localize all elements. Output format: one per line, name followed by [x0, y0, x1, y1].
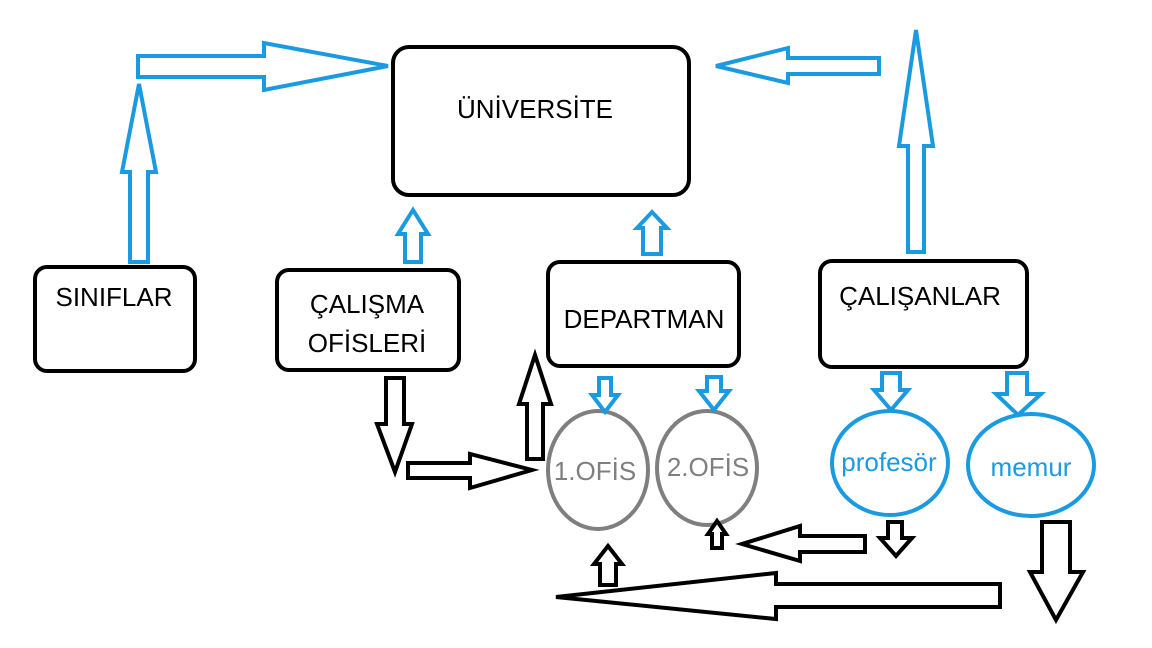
- siniflar-label: SINIFLAR: [55, 282, 172, 312]
- ofis1-up-arrow: [589, 542, 627, 587]
- calisma-ofisleri-label-line2: OFİSLERİ: [308, 328, 426, 358]
- memur-label: memur: [991, 452, 1072, 482]
- departman-to-ofis2-arrow: [694, 375, 734, 414]
- siniflar-to-universite-arrow: [136, 40, 389, 93]
- ofis1-label: 1.OFİS: [554, 456, 636, 486]
- calisanlar-up-arrow: [896, 29, 936, 254]
- calisanlar-to-universite-arrow: [715, 45, 881, 86]
- calisma-ofisleri-label-line1: ÇALIŞMA: [310, 289, 425, 319]
- profesor-label: profesör: [841, 447, 937, 477]
- calisanlar-node: ÇALIŞANLAR: [818, 259, 1029, 369]
- ofis2-label: 2.OFİS: [667, 452, 749, 482]
- profesor-node: profesör: [830, 409, 950, 517]
- ofis2-node: 2.OFİS: [655, 409, 759, 527]
- siniflar-node: SINIFLAR: [33, 265, 197, 373]
- departman-node: DEPARTMAN: [546, 260, 741, 368]
- universite-label: ÜNİVERSİTE: [457, 94, 613, 124]
- to-ofis1-right-arrow: [406, 451, 540, 491]
- universite-node: ÜNİVERSİTE: [391, 45, 691, 197]
- departman-to-ofis1-arrow: [587, 376, 623, 416]
- calisma-ofisleri-down-arrow: [374, 376, 415, 478]
- calisma-ofisleri-node: ÇALIŞMA OFİSLERİ: [275, 268, 461, 372]
- siniflar-up-arrow: [119, 83, 159, 264]
- calisanlar-to-profesor-arrow: [869, 371, 913, 414]
- calisanlar-label: ÇALIŞANLAR: [839, 281, 1001, 311]
- departman-label: DEPARTMAN: [564, 304, 725, 334]
- ofis2-small-up-arrow: [704, 517, 730, 550]
- ofis1-node: 1.OFİS: [546, 409, 650, 531]
- profesor-down-arrow: [875, 520, 917, 560]
- memur-node: memur: [966, 412, 1096, 518]
- departman-up-arrow: [632, 209, 672, 256]
- bottom-long-left-arrow: [555, 570, 1002, 622]
- ofis1-to-departman-up-arrow: [516, 348, 554, 461]
- profesor-to-ofis2-left-arrow: [735, 523, 867, 564]
- calisanlar-to-memur-arrow: [991, 371, 1047, 418]
- calisma-ofisleri-up-arrow: [394, 206, 432, 264]
- memur-down-arrow: [1026, 520, 1087, 625]
